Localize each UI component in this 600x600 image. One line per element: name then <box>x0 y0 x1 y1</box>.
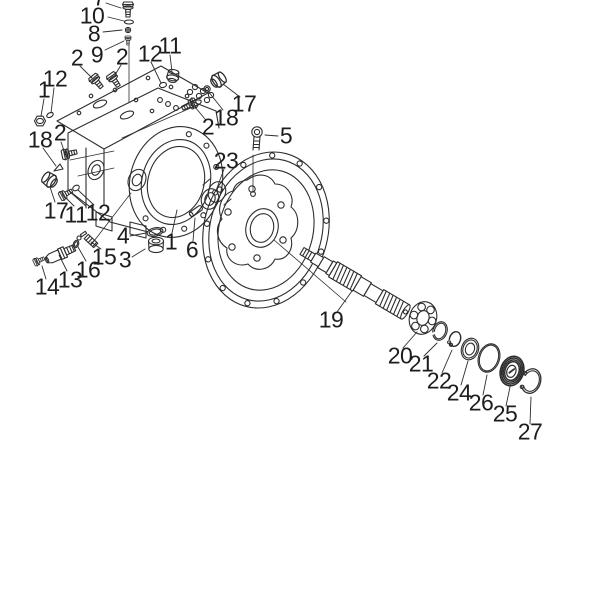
flange-plate <box>202 151 330 309</box>
part-15-spring-pin <box>76 230 99 249</box>
part-25-bushing <box>499 355 525 387</box>
assembly-axis-lines <box>69 44 347 303</box>
part-7-bolt <box>121 1 135 18</box>
flange-hub <box>216 174 299 270</box>
part-9-valve <box>124 35 132 46</box>
part-3-plug <box>147 236 165 254</box>
part-27-circlip <box>519 368 542 394</box>
part-16-oring <box>72 239 80 249</box>
part-5-eye-bolt <box>251 126 263 151</box>
part-14-bolt <box>31 254 47 268</box>
part-24-seal <box>460 337 480 361</box>
flange-rim-holes <box>203 152 330 307</box>
part-4-oring <box>146 227 164 237</box>
part-18-orings <box>53 85 211 172</box>
part-13-valve <box>44 244 77 264</box>
part-12-orings <box>46 81 167 192</box>
part-8-ring <box>124 26 132 34</box>
part-26-oring <box>477 343 501 373</box>
leader-lines <box>40 2 532 425</box>
part-6-pin <box>188 205 203 218</box>
part-19-shaft <box>299 247 411 320</box>
part-21-retaining-ring <box>431 321 448 341</box>
part-22-snap-ring <box>447 330 462 348</box>
part-1-nut <box>33 115 47 127</box>
part-20-bearing <box>408 301 438 335</box>
part-10-washer <box>123 19 135 25</box>
